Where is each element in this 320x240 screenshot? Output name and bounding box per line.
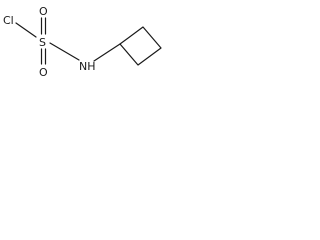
cl-s-bond: [15, 22, 37, 38]
chlorine-atom-label: Cl: [3, 14, 14, 27]
sulfur-atom-label: S: [39, 36, 46, 49]
oxygen-bottom-atom-label: O: [39, 66, 48, 79]
cyclobutylsulfamoyl-chloride-structure: Cl S O O NH: [3, 5, 162, 79]
cyclobutyl-ring: [119, 26, 162, 66]
nh-atom-label: NH: [79, 60, 96, 73]
oxygen-top-atom-label: O: [39, 5, 48, 18]
n-c-bond: [93, 43, 121, 62]
s-n-bond: [49, 42, 80, 61]
